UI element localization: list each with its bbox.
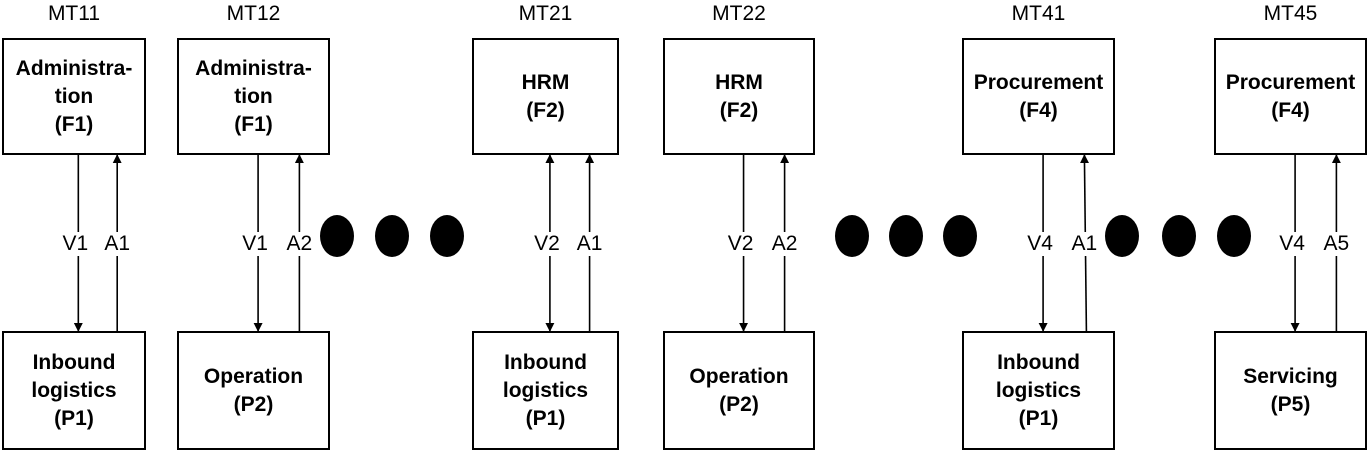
- function-box: Procurement (F4): [962, 38, 1115, 155]
- box-text-line: logistics: [502, 378, 589, 402]
- box-text-line: tion: [54, 84, 94, 108]
- box-text-line: Inbound: [504, 350, 587, 374]
- box-text-line: (P1): [525, 406, 566, 430]
- ellipsis-dot: [320, 215, 354, 257]
- box-text-line: Inbound: [997, 350, 1080, 374]
- box-text-line: Inbound: [32, 350, 116, 374]
- up-link-label: A1: [576, 232, 603, 256]
- box-text-line: (F1): [234, 112, 273, 136]
- ellipsis-dot: [430, 215, 464, 257]
- function-box: Administra-tion (F1): [2, 38, 146, 155]
- ellipsis-dot: [835, 215, 869, 257]
- box-text-line: Administra-: [195, 56, 312, 80]
- down-link-label: V2: [534, 232, 560, 256]
- box-text-line: Procurement: [1225, 70, 1356, 94]
- box-text-line: (F2): [719, 98, 759, 122]
- function-box: Administra-tion (F1): [177, 38, 330, 155]
- ellipsis-dot: [1162, 215, 1196, 257]
- module-title: MT12: [226, 2, 281, 25]
- down-link-label: V4: [1279, 232, 1305, 256]
- box-text-line: tion: [234, 84, 273, 108]
- module-title: MT45: [1263, 2, 1318, 25]
- ellipsis-dot: [375, 215, 409, 257]
- process-box: Operation (P2): [177, 331, 330, 450]
- process-box: Operation (P2): [663, 331, 815, 450]
- box-text-line: (P1): [54, 406, 94, 430]
- process-box: Inbound logistics (P1): [472, 331, 619, 450]
- down-link-label: V2: [727, 232, 754, 256]
- up-link-label: A5: [1323, 232, 1350, 256]
- up-link-label: A2: [286, 232, 313, 256]
- box-text-line: Servicing: [1243, 364, 1338, 388]
- box-text-line: Operation: [689, 364, 789, 388]
- box-text-line: logistics: [995, 378, 1082, 402]
- box-text-line: Operation: [203, 364, 304, 388]
- box-text-line: (F4): [1019, 98, 1058, 122]
- ellipsis-dot: [889, 215, 923, 257]
- down-link-label: V1: [62, 232, 89, 256]
- down-link-label: V1: [242, 232, 268, 256]
- ellipsis-dot: [1217, 215, 1251, 257]
- down-link-label: V4: [1027, 232, 1053, 256]
- up-link-label: A1: [104, 232, 131, 256]
- box-text-line: HRM: [521, 70, 570, 94]
- box-text-line: (P2): [233, 392, 274, 416]
- box-text-line: (P2): [719, 392, 759, 416]
- process-box: Inbound logistics (P1): [2, 331, 146, 450]
- up-link-label: A2: [771, 232, 798, 256]
- ellipsis-dot: [1105, 215, 1139, 257]
- module-title: MT11: [47, 2, 101, 25]
- box-text-line: logistics: [31, 378, 117, 402]
- function-box: HRM (F2): [472, 38, 619, 155]
- function-box: HRM (F2): [663, 38, 815, 155]
- module-title: MT41: [1011, 2, 1066, 25]
- module-title: MT22: [712, 2, 766, 25]
- box-text-line: (F4): [1271, 98, 1310, 122]
- box-text-line: Administra-: [15, 56, 133, 80]
- box-text-line: HRM: [715, 70, 763, 94]
- box-text-line: Procurement: [973, 70, 1104, 94]
- box-text-line: (P1): [1018, 406, 1059, 430]
- ellipsis-dot: [943, 215, 977, 257]
- box-text-line: (P5): [1270, 392, 1311, 416]
- box-text-line: (F1): [54, 112, 94, 136]
- up-link-label: A1: [1071, 232, 1098, 256]
- process-box: Inbound logistics (P1): [962, 331, 1115, 450]
- function-box: Procurement (F4): [1214, 38, 1367, 155]
- process-box: Servicing (P5): [1214, 331, 1367, 450]
- module-title: MT21: [518, 2, 573, 25]
- box-text-line: (F2): [526, 98, 565, 122]
